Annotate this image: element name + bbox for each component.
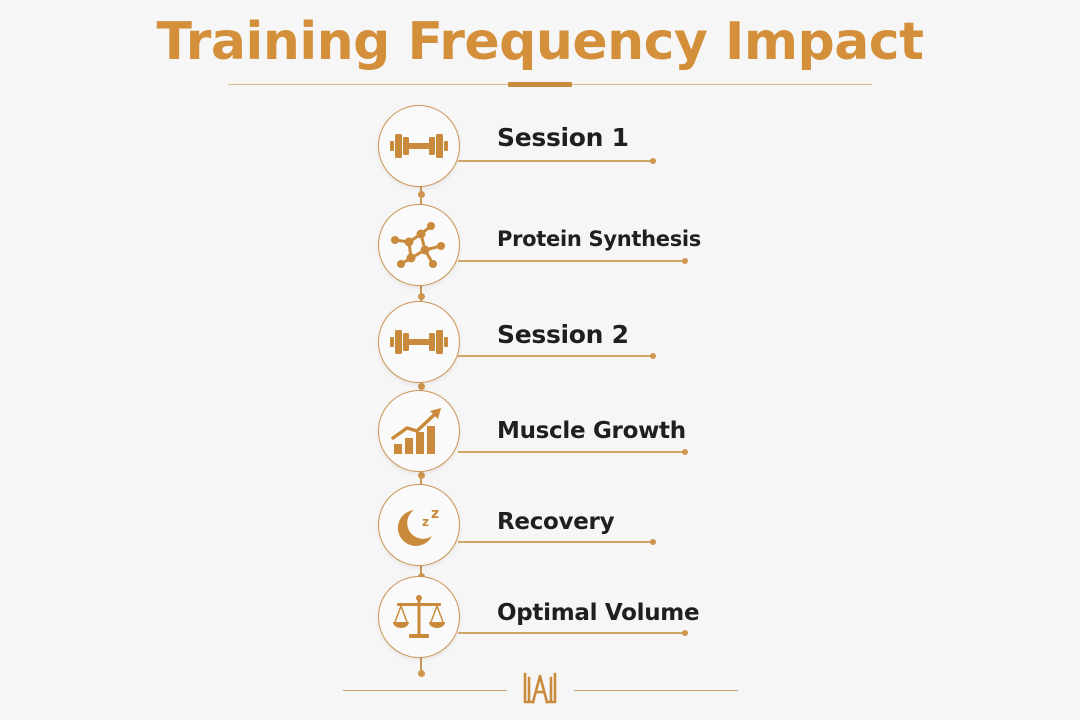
connector-dot [417,292,425,300]
step-muscle-growth: Muscle Growth [0,0,1080,472]
step-underline [458,451,684,453]
step-label: Session 2 [497,320,629,349]
footer-rule-left [343,690,507,691]
footer-rule-right [574,690,738,691]
step-label: Protein Synthesis [497,227,702,251]
svg-text:z: z [422,515,429,529]
step-underline [458,160,652,162]
step-optimal-volume: Optimal Volume [0,0,1080,658]
step-recovery: z z Recovery [0,0,1080,566]
step-underline-dot [682,448,688,455]
step-underline [458,541,652,543]
monogram-logo [521,670,559,713]
step-underline-dot [682,629,688,636]
molecule-icon [378,204,460,286]
step-underline-dot [650,352,656,359]
step-label: Optimal Volume [497,600,700,626]
connector-dot [417,471,425,479]
step-underline-dot [650,157,656,164]
growth-chart-icon [378,390,460,472]
dumbbell-icon [378,301,460,383]
balance-scale-icon [378,576,460,658]
step-session-2: Session 2 [0,0,1080,383]
moon-sleep-icon: z z [378,484,460,566]
connector-dot [417,669,425,677]
connector-dot [417,190,425,198]
step-label: Session 1 [497,123,629,152]
step-underline [458,355,652,357]
connector-dot [417,382,425,390]
title-accent-bar [508,82,572,87]
step-underline [458,632,684,634]
step-label: Recovery [497,509,615,535]
step-label: Muscle Growth [497,418,686,444]
page-title: Training Frequency Impact [156,12,925,72]
svg-text:z: z [431,506,439,522]
step-underline-dot [682,257,688,264]
step-session-1: Session 1 [0,0,1080,187]
step-underline-dot [650,538,656,545]
step-protein-synthesis: Protein Synthesis [0,0,1080,286]
dumbbell-icon [378,105,460,187]
step-underline [458,260,684,262]
